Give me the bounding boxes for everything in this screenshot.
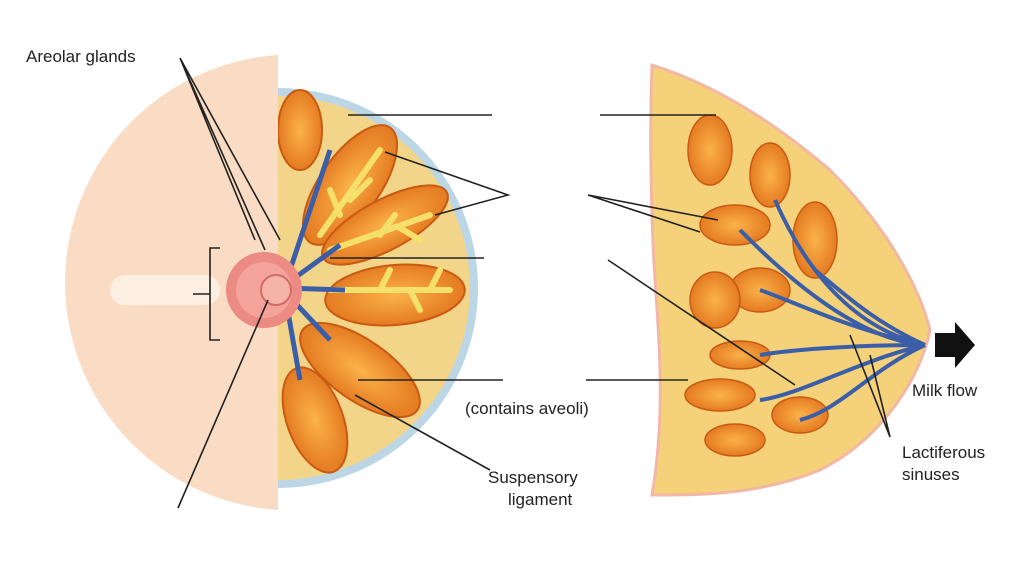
sagittal-lobules — [684, 114, 838, 457]
milk-flow-arrow — [935, 322, 975, 368]
sagittal-ducts — [738, 199, 926, 422]
label-areolar-glands: Areolar glands — [26, 47, 136, 66]
nipple — [260, 274, 292, 306]
skin-highlight — [110, 275, 220, 305]
cutaway-gland — [278, 88, 478, 488]
label-line: Lactiferous — [902, 443, 986, 462]
label-milk-flow: Milk flow — [912, 381, 978, 400]
label-lactiferous-sinuses: Lactiferous sinuses — [902, 442, 985, 486]
label-contains-alveoli: (contains aveoli) — [465, 399, 589, 418]
leader-lines — [177, 57, 891, 509]
label-line: ligament — [508, 490, 573, 509]
label-line: sinuses — [902, 465, 960, 484]
label-line: Suspensory — [488, 468, 578, 487]
label-suspensory-ligament: Suspensory ligament — [488, 467, 578, 511]
